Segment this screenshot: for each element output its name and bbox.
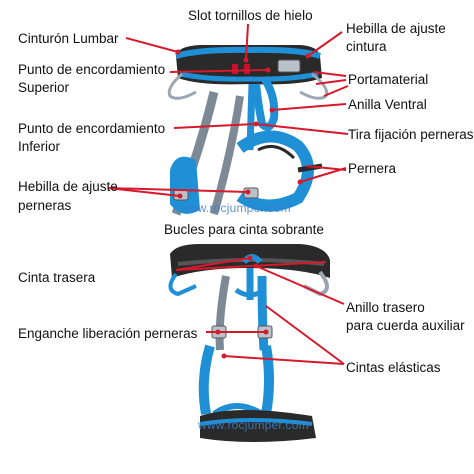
label-anillo-trasero-line1: Anillo trasero [346,300,425,315]
back-view-harness [168,244,330,442]
back-leg-strap-left [215,275,230,351]
leader-dots [175,49,311,359]
leader-lines [107,23,349,365]
waist-belt-bottom-band [179,71,319,82]
gear-loop-left [167,72,197,100]
front-view-harness [167,45,329,216]
label-anilla-ventral: Anilla Ventral [348,97,427,112]
label-cinta-trasera: Cinta trasera [18,270,96,285]
label-bucles: Bucles para cinta sobrante [164,222,324,237]
label-enganche: Enganche liberación perneras [18,326,198,341]
back-leg-strap-right [257,275,269,351]
label-hebilla-perneras-line2: perneras [18,198,72,213]
label-hebilla-perneras-line1: Hebilla de ajuste [18,179,118,194]
bottom-leg-loop [200,410,316,442]
label-punto-superior-line2: Superior [18,80,70,95]
front-leg-strap-right [210,95,244,216]
waist-belt-top-band [175,46,321,59]
back-leg-loop-left [198,344,215,415]
belay-loop [252,75,279,131]
label-hebilla-cintura-line2: cintura [346,39,387,54]
label-anillo-trasero-line2: para cuerda auxiliar [346,318,465,333]
elastic-straps [234,287,266,298]
back-gear-loop-left [168,272,197,297]
back-leg-loop-right [261,345,274,415]
waist-buckle [277,59,301,73]
label-tira-fijacion: Tira fijación perneras [348,127,474,142]
ice-screw-slot [232,64,238,74]
watermark-top: www.rocjumper.com [180,201,291,215]
label-slot-tornillos: Slot tornillos de hielo [188,8,313,23]
label-punto-inferior-line1: Punto de encordamiento [18,121,166,136]
label-punto-superior-line1: Punto de encordamiento [18,62,166,77]
label-portamaterial: Portamaterial [348,72,429,87]
label-pernera: Pernera [348,161,397,176]
label-cintas-elasticas: Cintas elásticas [346,360,441,375]
label-hebilla-cintura-line1: Hebilla de ajuste [346,21,446,36]
label-punto-inferior-line2: Inferior [18,139,61,154]
label-cinturon-lumbar: Cinturón Lumbar [18,31,119,46]
watermark-bottom: www.rocjumper.com [198,418,309,432]
